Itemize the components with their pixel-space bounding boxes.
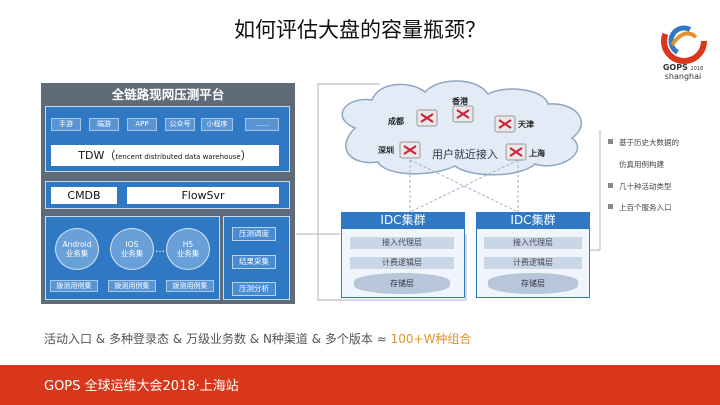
tdw-bar: TDW（tencent distributed data warehouse） (51, 145, 279, 166)
city-chengdu: 成都 (388, 117, 404, 126)
billing-logic-layer: 计费逻辑层 (350, 257, 454, 269)
h5-test-cases: 拨测用例集 (166, 280, 214, 292)
idc-cluster-title: IDC集群 (476, 212, 590, 229)
business-ellipsis: … (155, 244, 165, 255)
router-icon (416, 109, 438, 127)
tdw-detail: tencent distributed data warehouse (115, 153, 241, 161)
bullet-text: 几十种活动类型 (619, 182, 672, 191)
router-icon (452, 105, 474, 123)
entry-mobile-game: 手游 (51, 118, 81, 131)
logo-name: GOPS (662, 63, 688, 72)
router-icon (494, 115, 516, 133)
city-shanghai: 上海 (529, 149, 545, 158)
page-title: 如何评估大盘的容量瓶颈？ (234, 18, 486, 42)
result-collection: 结果采集 (232, 255, 276, 269)
entry-more: …… (245, 118, 279, 131)
storage-layer: 存储层 (488, 273, 578, 294)
bullet-square-icon (608, 183, 613, 188)
bullet-item: 几十种活动类型 (608, 181, 672, 192)
platform-title: 全链路现网压测平台 (111, 87, 225, 102)
city-shenzhen: 深圳 (378, 146, 394, 155)
summary-text: 活动入口 & 多种登录态 & 万级业务数 & N种渠道 & 多个版本 ≈ (44, 332, 391, 346)
ios-business-label: IOS 业务集 (120, 240, 144, 258)
summary-line: 活动入口 & 多种登录态 & 万级业务数 & N种渠道 & 多个版本 ≈ 100… (44, 330, 471, 347)
footer-bar (0, 365, 720, 405)
logo-year: 2018 (690, 66, 704, 72)
bullet-text: 上百个服务入口 (619, 203, 672, 212)
bullet-square-icon (608, 204, 613, 209)
bullet-item-continued: 仿真用例构建 (619, 160, 664, 169)
android-business-label: Android 业务集 (62, 240, 92, 258)
gops-logo-icon (661, 18, 707, 64)
city-hongkong: 香港 (452, 97, 468, 106)
cloud-label: 用户就近接入 (432, 148, 498, 161)
load-test-analysis: 压测分析 (232, 282, 276, 296)
tdw-label: TDW（ (78, 149, 116, 162)
storage-layer: 存储层 (354, 273, 450, 294)
h5-business-set (166, 228, 210, 270)
footer-text: GOPS 全球运维大会2018·上海站 (44, 379, 239, 394)
ios-business-set (110, 228, 154, 270)
entry-app: APP (127, 118, 157, 131)
router-icon (505, 143, 527, 161)
entry-mini-program: 小程序 (201, 118, 233, 131)
android-test-cases: 拨测用例集 (50, 280, 98, 292)
cmdb-box: CMDB (51, 187, 117, 204)
flowsvr-box: FlowSvr (127, 187, 279, 204)
entry-pc-game: 端游 (89, 118, 119, 131)
ios-test-cases: 拨测用例集 (108, 280, 156, 292)
city-tianjin: 天津 (518, 120, 534, 129)
bullet-text: 基于历史大数据的 (619, 138, 679, 147)
summary-highlight: 100+W种组合 (390, 332, 472, 346)
access-proxy-layer: 接入代理层 (350, 237, 454, 249)
android-business-set (55, 228, 99, 270)
logo-city: shanghai (664, 72, 702, 81)
bullet-item: 基于历史大数据的 (608, 137, 679, 148)
bullet-square-icon (608, 139, 613, 144)
h5-business-label: H5 业务集 (176, 240, 200, 258)
logo-text: GOPS 2018 shanghai (650, 64, 716, 81)
idc-cluster-title: IDC集群 (341, 212, 465, 229)
bullet-item: 上百个服务入口 (608, 202, 672, 213)
entry-official-account: 公众号 (165, 118, 195, 131)
access-proxy-layer: 接入代理层 (484, 237, 582, 249)
tdw-close: ） (240, 149, 252, 162)
billing-logic-layer: 计费逻辑层 (484, 257, 582, 269)
load-test-scheduling: 压测调度 (232, 227, 276, 241)
router-icon (399, 141, 421, 159)
